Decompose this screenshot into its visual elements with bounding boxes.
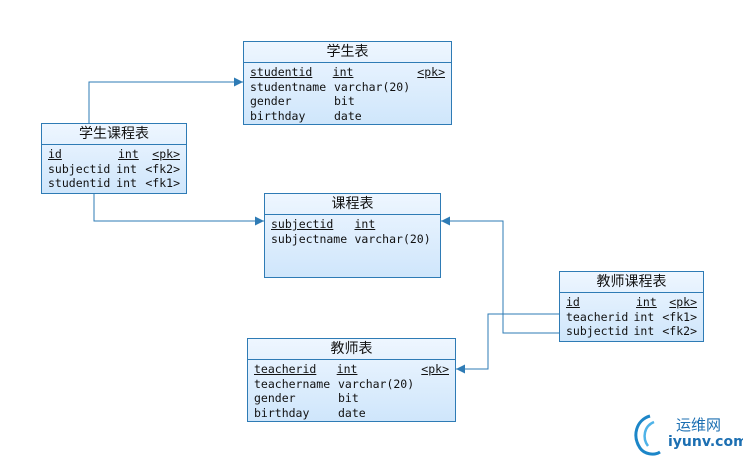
column-key: <fk2>	[662, 324, 697, 338]
entity-column-row: gender bit	[250, 94, 445, 109]
column-key: <pk>	[421, 362, 449, 376]
connector-teachercourse-course	[441, 216, 559, 334]
watermark-logo: 运维网 iyunv.com	[628, 410, 743, 456]
column-name: id	[48, 147, 62, 161]
entity-column-row: birthday date	[250, 109, 445, 124]
column-name: subjectid	[48, 161, 111, 176]
column-type: int	[354, 217, 376, 231]
entity-column-row: subjectid int	[271, 217, 434, 232]
entity-column-row: subjectid int <fk2>	[48, 162, 180, 177]
entity-column-row: studentid int <pk>	[250, 65, 445, 80]
watermark-brand: 运维网	[676, 416, 722, 434]
column-name: gender	[254, 391, 296, 405]
column-type: int	[633, 309, 655, 324]
column-type: int	[332, 65, 354, 79]
column-key: <pk>	[152, 147, 180, 161]
column-type: date	[338, 405, 366, 420]
column-type: bit	[338, 391, 359, 405]
column-type: date	[334, 108, 362, 123]
entity-title: 教师表	[248, 339, 455, 360]
column-type: int	[636, 295, 657, 309]
entity-column-row: id int <pk>	[48, 147, 180, 162]
column-name: teacherid	[254, 362, 317, 376]
entity-teacher[interactable]: 教师表 teacherid int <pk> teachername varchar(2…	[247, 338, 456, 422]
column-name: birthday	[250, 108, 306, 123]
column-key: <fk1>	[145, 176, 180, 190]
entity-course[interactable]: 课程表 subjectid int subjectname varchar(20)	[264, 193, 441, 278]
connector-studentcourse-course	[93, 194, 264, 226]
entity-student[interactable]: 学生表 studentid int <pk> studentname varchar(2…	[243, 41, 452, 125]
column-type: varchar(20)	[338, 376, 415, 391]
entity-column-row: id int <pk>	[566, 295, 697, 310]
column-spacer	[420, 109, 445, 124]
column-name: gender	[250, 94, 292, 108]
column-type: int	[116, 161, 137, 176]
column-key: <fk1>	[662, 309, 697, 324]
logo-swirl-icon	[634, 414, 661, 456]
connector-teachercourse-teacher	[456, 313, 559, 374]
column-name: teacherid	[566, 309, 629, 324]
column-spacer	[424, 377, 449, 392]
column-name: id	[566, 295, 580, 309]
entity-title: 学生表	[244, 42, 451, 63]
watermark-site: iyunv.com	[668, 434, 743, 450]
column-spacer	[424, 391, 449, 406]
column-name: birthday	[254, 405, 310, 420]
entity-rows: subjectid int subjectname varchar(20)	[265, 215, 440, 246]
entity-column-row: subjectid int <fk2>	[566, 324, 697, 339]
entity-column-row: birthday date	[254, 406, 449, 421]
column-name: studentid	[250, 65, 313, 79]
column-key: <pk>	[417, 65, 445, 79]
entity-title: 学生课程表	[42, 124, 186, 145]
entity-column-row: subjectname varchar(20)	[271, 232, 434, 247]
entity-column-row: gender bit	[254, 391, 449, 406]
column-spacer	[420, 94, 445, 109]
column-type: int	[633, 324, 655, 338]
entity-column-row: studentname varchar(20)	[250, 80, 445, 95]
entity-column-row: teacherid int <fk1>	[566, 310, 697, 325]
column-name: studentname	[250, 79, 327, 94]
entity-column-row: teacherid int <pk>	[254, 362, 449, 377]
column-spacer	[424, 406, 449, 421]
column-spacer	[420, 80, 445, 95]
column-name: subjectname	[271, 231, 348, 246]
column-type: int	[118, 147, 139, 161]
connector-studentcourse-student	[88, 77, 243, 123]
column-type: bit	[334, 94, 355, 108]
entity-column-row: teachername varchar(20)	[254, 377, 449, 392]
column-name: teachername	[254, 376, 331, 391]
column-key: <fk2>	[145, 161, 180, 176]
column-name: studentid	[48, 176, 111, 190]
column-key: <pk>	[669, 295, 697, 309]
column-name: subjectid	[566, 324, 629, 338]
column-name: subjectid	[271, 217, 334, 231]
column-type: int	[336, 362, 358, 376]
column-type: varchar(20)	[354, 231, 431, 246]
column-type: varchar(20)	[334, 79, 411, 94]
entity-rows: id int <pk> teacherid int <fk1> subjectid int <f…	[560, 293, 703, 339]
entity-column-row: studentid int <fk1>	[48, 176, 180, 191]
entity-title: 教师课程表	[560, 272, 703, 293]
column-type: int	[116, 176, 137, 190]
entity-title: 课程表	[265, 194, 440, 215]
entity-rows: id int <pk> subjectid int <fk2> studentid int <f…	[42, 145, 186, 191]
